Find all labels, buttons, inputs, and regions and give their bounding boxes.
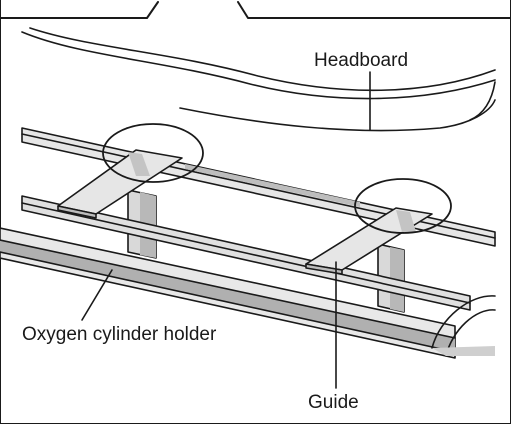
- callout-circle-left: [102, 123, 204, 183]
- leader-oxygen-holder: [81, 269, 113, 321]
- cylinder-hoop: [431, 295, 496, 357]
- label-headboard: Headboard: [314, 50, 408, 71]
- label-guide: Guide: [308, 392, 359, 413]
- label-oxygen-cylinder-holder: Oxygen cylinder holder: [22, 324, 217, 345]
- guide-right: [305, 207, 433, 275]
- callout-circle-right: [354, 178, 452, 234]
- oxygen-cylinder-holder: [0, 227, 456, 359]
- headboard: [21, 27, 496, 132]
